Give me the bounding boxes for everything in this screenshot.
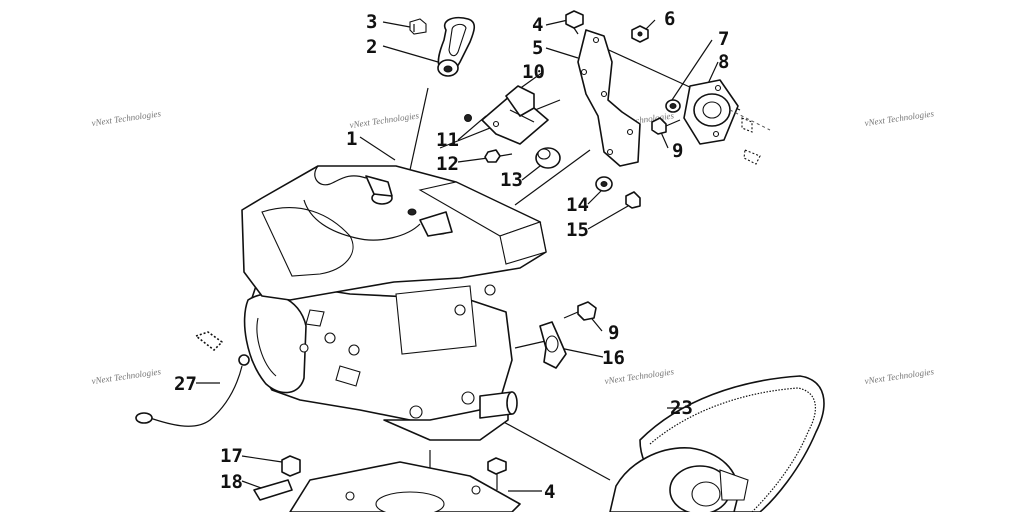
output-shaft (479, 391, 518, 419)
watermark-1: vNext Technologies (91, 108, 162, 128)
part-7-nut (665, 99, 681, 113)
callout-4-lower: 4 (544, 481, 555, 503)
callout-11: 11 (436, 129, 459, 151)
callout-9-lower: 9 (608, 322, 619, 344)
part-27-ground-wire (135, 331, 250, 427)
callout-15: 15 (566, 219, 589, 241)
callout-4-top: 4 (532, 14, 543, 36)
part-5-bracket-plate (577, 29, 641, 167)
part-23-drive-belt (609, 375, 825, 512)
part-15-bolt (625, 191, 641, 209)
callout-2: 2 (366, 36, 377, 58)
part-9-bolt-lower (563, 301, 597, 321)
callout-1: 1 (346, 128, 357, 150)
part-1-engine (241, 165, 547, 441)
part-13-rubber-mount (535, 147, 561, 169)
cylinder-fins (395, 285, 477, 355)
part-9-bolt-upper (651, 117, 681, 135)
watermark-2: vNext Technologies (349, 110, 420, 130)
callout-14: 14 (566, 194, 589, 216)
watermark-7: vNext Technologies (604, 366, 675, 386)
callout-16: 16 (602, 347, 625, 369)
callout-17: 17 (220, 445, 243, 467)
part-14-washer (595, 176, 613, 192)
callout-12: 12 (436, 153, 459, 175)
engine-mount-plate (289, 461, 521, 512)
callout-27: 27 (174, 373, 197, 395)
callout-7: 7 (718, 28, 729, 50)
callout-18: 18 (220, 471, 243, 493)
callout-6: 6 (664, 8, 675, 30)
part-6-nut (631, 25, 649, 43)
watermark-4: vNext Technologies (864, 108, 935, 128)
part-17-nut (281, 455, 301, 477)
watermark-8: vNext Technologies (864, 366, 935, 386)
callout-23: 23 (670, 397, 693, 419)
watermark-5: vNext Technologies (91, 366, 162, 386)
callout-3: 3 (366, 11, 377, 33)
callout-8: 8 (718, 51, 729, 73)
part-12-bolt (484, 149, 513, 163)
part-8-bearing-flange (683, 79, 771, 165)
callout-9-upper: 9 (672, 140, 683, 162)
callout-numbers: 3 2 4 5 6 7 8 10 1 11 9 12 13 14 15 9 16… (174, 8, 729, 503)
callout-10: 10 (522, 61, 545, 83)
part-2-starter-handle (437, 16, 476, 77)
part-3-clip (409, 18, 427, 35)
part-10-mount-bracket (481, 85, 549, 145)
callout-13: 13 (500, 169, 523, 191)
part-11-nut (464, 114, 472, 122)
part-16-clamp-bracket (539, 321, 567, 369)
part-18-flat-bar (253, 479, 293, 501)
callout-5: 5 (532, 37, 543, 59)
part-4-bolt-top (565, 10, 584, 35)
